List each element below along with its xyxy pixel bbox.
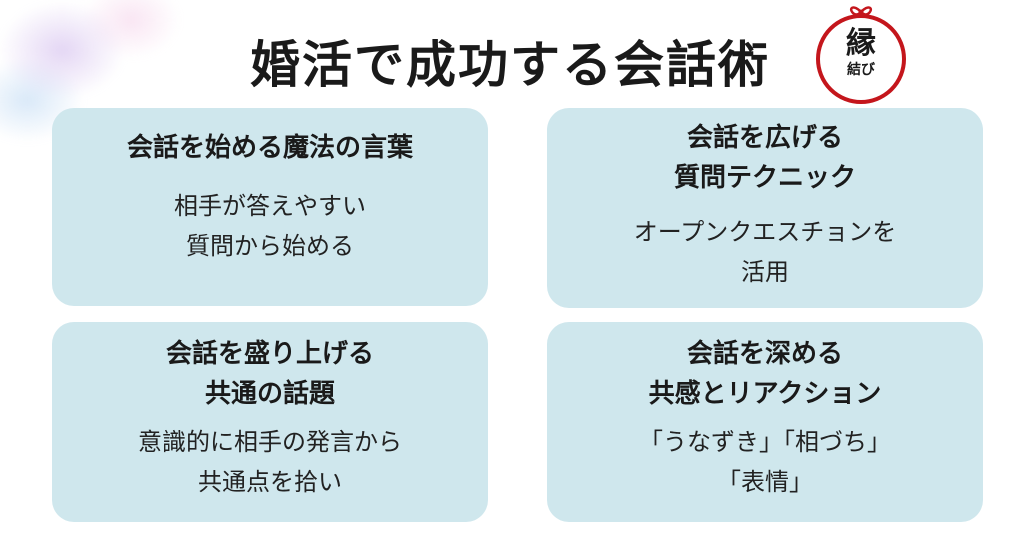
card-body: 意識的に相手の発言から 共通点を拾い <box>52 422 488 502</box>
card-body: 「うなずき」「相づち」 「表情」 <box>547 422 983 502</box>
ribbon-icon <box>849 6 873 16</box>
card-heading-line: 共感とリアクション <box>648 379 882 409</box>
card-body-line: 「表情」 <box>717 468 813 496</box>
card-body-line: 意識的に相手の発言から <box>138 428 402 456</box>
card-body-line: 「うなずき」「相づち」 <box>639 428 891 456</box>
card-heading-line: 会話を広げる <box>686 123 843 153</box>
card-heading-line: 会話を深める <box>686 339 843 369</box>
card-liven-conversation: 会話を盛り上げる 共通の話題 意識的に相手の発言から 共通点を拾い <box>52 322 488 522</box>
page-title: 婚活で成功する会話術 <box>250 36 770 94</box>
card-heading-line: 会話を始める魔法の言葉 <box>126 133 413 163</box>
card-start-conversation: 会話を始める魔法の言葉 相手が答えやすい 質問から始める <box>52 108 488 306</box>
card-body: 相手が答えやすい 質問から始める <box>52 186 488 266</box>
card-heading-line: 会話を盛り上げる <box>165 339 374 369</box>
enmusubi-seal: 縁 結び <box>816 6 906 104</box>
card-heading-line: 共通の話題 <box>204 379 335 409</box>
card-heading: 会話を深める 共感とリアクション <box>547 334 983 414</box>
card-heading: 会話を盛り上げる 共通の話題 <box>52 334 488 414</box>
card-body: オープンクエスチョンを 活用 <box>547 212 983 292</box>
card-body-line: オープンクエスチョンを <box>633 218 897 246</box>
card-expand-conversation: 会話を広げる 質問テクニック オープンクエスチョンを 活用 <box>547 108 983 308</box>
card-body-line: 質問から始める <box>186 232 354 260</box>
card-heading-line: 質問テクニック <box>673 163 856 193</box>
seal-main-text: 縁 <box>846 26 876 61</box>
seal-sub-text: 結び <box>847 62 875 78</box>
card-body-line: 活用 <box>741 258 789 286</box>
card-heading: 会話を広げる 質問テクニック <box>547 118 983 198</box>
card-body-line: 相手が答えやすい <box>174 192 366 220</box>
card-heading: 会話を始める魔法の言葉 <box>52 128 488 168</box>
card-body-line: 共通点を拾い <box>198 468 342 496</box>
card-deepen-conversation: 会話を深める 共感とリアクション 「うなずき」「相づち」 「表情」 <box>547 322 983 522</box>
